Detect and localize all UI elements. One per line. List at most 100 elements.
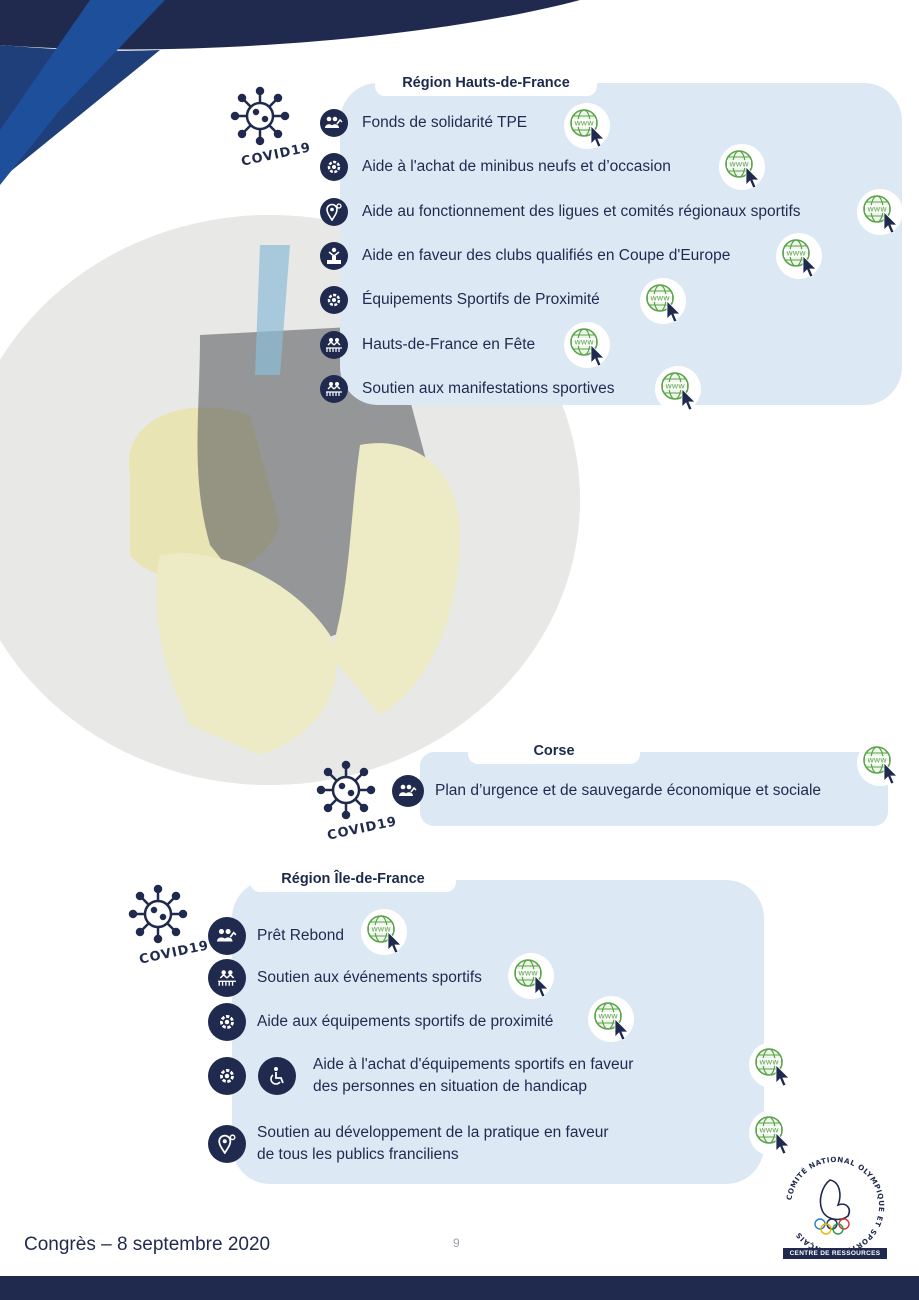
globe-label: WWW — [867, 757, 887, 765]
hdf-title: Région Hauts-de-France — [375, 70, 597, 96]
list-item-label: Aide en faveur des clubs qualifiés en Co… — [362, 247, 731, 264]
list-item[interactable]: Fonds de solidarité TPE — [320, 109, 527, 137]
footer-bar — [0, 1276, 919, 1300]
web-link-button[interactable]: WWW — [749, 1110, 795, 1156]
cnosf-logo: COMITÉ NATIONAL OLYMPIQUE ET SPORTIF FRA… — [781, 1152, 889, 1260]
globe-label: WWW — [650, 295, 670, 303]
list-item[interactable]: Soutien aux événements sportifs — [208, 959, 482, 997]
globe-label: WWW — [574, 339, 594, 347]
list-item[interactable]: Équipements Sportifs de Proximité — [320, 286, 600, 314]
list-item[interactable]: Aide en faveur des clubs qualifiés en Co… — [320, 242, 730, 270]
cursor-icon — [666, 300, 681, 323]
list-item-label: des personnes en situation de handicap — [313, 1078, 588, 1095]
globe-label: WWW — [371, 926, 391, 934]
cursor-icon — [745, 166, 760, 189]
cursor-icon — [775, 1132, 790, 1155]
corse-panel — [420, 752, 888, 826]
web-link-button[interactable]: WWW — [564, 322, 610, 368]
globe-icon: WWW — [863, 746, 891, 774]
globe-label: WWW — [665, 383, 685, 391]
globe-icon: WWW — [570, 109, 598, 137]
covid19-label: COVID19 — [138, 938, 211, 964]
globe-icon: WWW — [782, 239, 810, 267]
header-swoosh — [0, 0, 580, 185]
globe-label: WWW — [759, 1059, 779, 1067]
list-item-label: Aide à l'achat de minibus neufs et d’occ… — [362, 158, 671, 175]
covid19-icon: COVID19 — [128, 884, 211, 964]
list-item-label: Hauts-de-France en Fête — [362, 336, 536, 353]
wheelchair-icon — [258, 1057, 296, 1095]
cursor-icon — [802, 255, 817, 278]
cursor-icon — [534, 975, 549, 998]
list-item[interactable]: Aide à l'achat de minibus neufs et d’occ… — [320, 153, 671, 181]
web-link-button[interactable]: WWW — [564, 103, 610, 149]
globe-label: WWW — [598, 1013, 618, 1021]
globe-label: WWW — [786, 250, 806, 258]
list-item-label: Aide aux équipements sportifs de proximi… — [257, 1013, 554, 1030]
web-link-button[interactable]: WWW — [655, 366, 701, 412]
logo-strip: CENTRE DE RESSOURCES — [783, 1248, 887, 1259]
list-item-label: Soutien aux événements sportifs — [257, 969, 482, 986]
idf-title: Région Île-de-France — [250, 866, 456, 892]
gear-tools-icon — [320, 286, 348, 314]
web-link-button[interactable]: WWW — [588, 996, 634, 1042]
cursor-icon — [387, 931, 402, 954]
list-item-label: Équipements Sportifs de Proximité — [362, 291, 600, 308]
idf-panel — [232, 880, 764, 1184]
gear-tools-icon — [320, 153, 348, 181]
list-item[interactable]: Plan d’urgence et de sauvegarde économiq… — [392, 775, 821, 807]
covid19-label: COVID19 — [326, 814, 399, 840]
list-item[interactable]: Aide aux équipements sportifs de proximi… — [208, 1003, 553, 1041]
footer-event: Congrès – 8 septembre 2020 — [24, 1234, 271, 1255]
list-item-label: Prêt Rebond — [257, 927, 345, 944]
cursor-icon — [883, 762, 898, 785]
globe-label: WWW — [518, 970, 538, 978]
podium-icon — [320, 242, 348, 270]
corse-title: Corse — [468, 738, 640, 764]
globe-icon: WWW — [594, 1002, 622, 1030]
list-item-label: Soutien aux manifestations sportives — [362, 380, 615, 397]
cursor-icon — [590, 344, 605, 367]
cursor-icon — [681, 388, 696, 411]
people-growth-icon — [392, 775, 424, 807]
covid19-icon: COVID19 — [316, 760, 399, 840]
globe-label: WWW — [729, 161, 749, 169]
list-item[interactable]: Aide à l'achat d'équipements sportifs en… — [208, 1054, 633, 1098]
list-item-label: Aide à l'achat d'équipements sportifs en… — [313, 1056, 634, 1073]
gear-tools-icon — [208, 1003, 246, 1041]
list-item-label: Plan d’urgence et de sauvegarde économiq… — [435, 782, 822, 799]
covid19-icon: COVID19 — [230, 86, 313, 166]
page-number: 9 — [453, 1236, 460, 1250]
web-link-button[interactable]: WWW — [749, 1042, 795, 1088]
globe-label: WWW — [759, 1127, 779, 1135]
web-link-button[interactable]: WWW — [776, 233, 822, 279]
event-crowd-icon — [208, 959, 246, 997]
globe-label: WWW — [867, 206, 887, 214]
list-item-label: Aide au fonctionnement des ligues et com… — [362, 203, 801, 220]
covid19-label: COVID19 — [240, 140, 313, 166]
cursor-icon — [775, 1064, 790, 1087]
web-link-button[interactable]: WWW — [857, 189, 903, 235]
people-growth-icon — [320, 109, 348, 137]
globe-icon: WWW — [367, 915, 395, 943]
web-link-button[interactable]: WWW — [719, 144, 765, 190]
web-link-button[interactable]: WWW — [508, 953, 554, 999]
globe-label: WWW — [574, 120, 594, 128]
cursor-icon — [590, 125, 605, 148]
cursor-icon — [614, 1018, 629, 1041]
web-link-button[interactable]: WWW — [361, 909, 407, 955]
globe-icon: WWW — [725, 150, 753, 178]
cursor-icon — [883, 211, 898, 234]
list-item[interactable]: Aide au fonctionnement des ligues et com… — [320, 198, 801, 226]
people-growth-icon — [208, 917, 246, 955]
web-link-button[interactable]: WWW — [640, 278, 686, 324]
list-item-label: de tous les publics franciliens — [257, 1146, 459, 1163]
event-crowd-icon — [320, 375, 348, 403]
list-item[interactable]: Hauts-de-France en Fête — [320, 331, 535, 359]
list-item[interactable]: Prêt Rebond — [208, 917, 344, 955]
list-item[interactable]: Soutien au développement de la pratique … — [208, 1122, 609, 1166]
web-link-button[interactable]: WWW — [857, 740, 903, 786]
globe-icon: WWW — [863, 195, 891, 223]
list-item[interactable]: Soutien aux manifestations sportives — [320, 375, 614, 403]
location-pin-icon — [320, 198, 348, 226]
